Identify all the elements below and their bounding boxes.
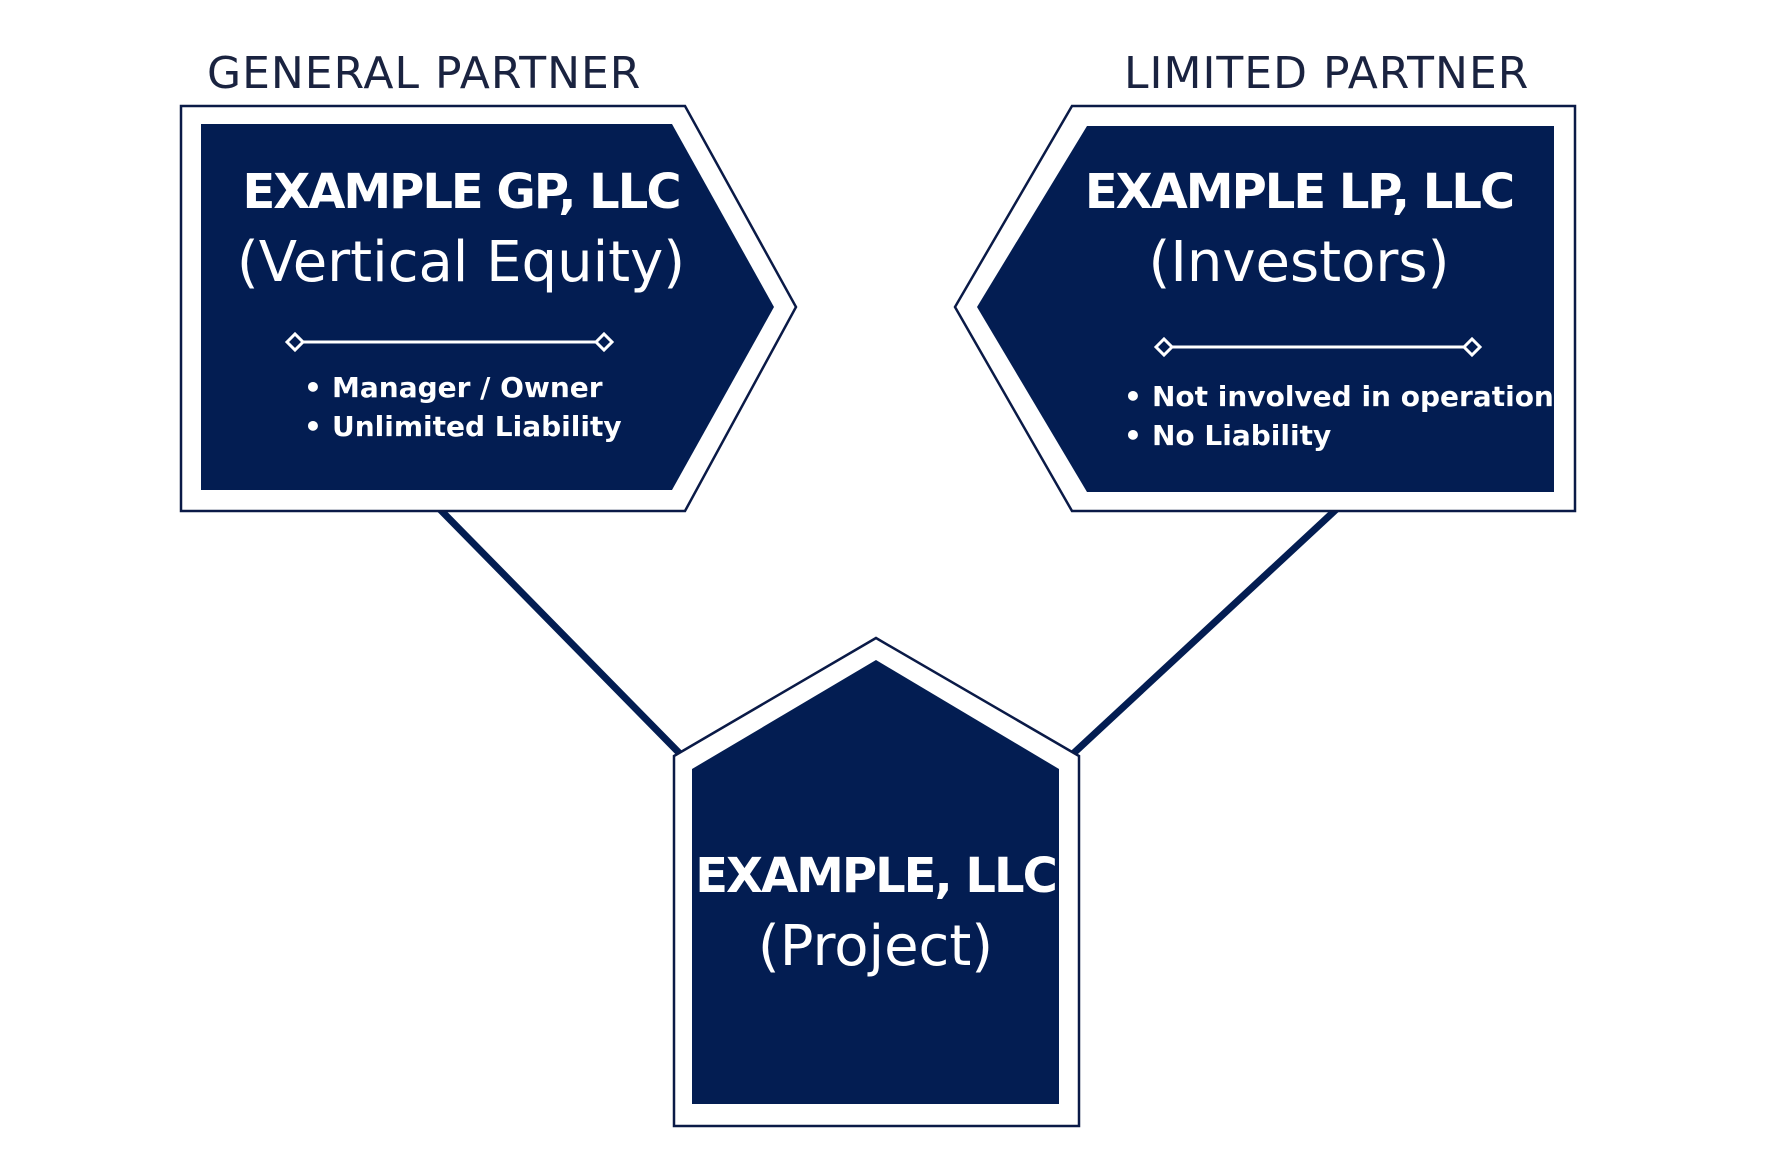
lp-to-project-connector [1059, 488, 1359, 767]
lp-bullet-item: Not involved in operations [1124, 377, 1571, 416]
gp-divider [284, 331, 615, 353]
lp-bullet-item: No Liability [1124, 416, 1571, 455]
project-name: EXAMPLE, LLC [695, 848, 1058, 904]
gp-bullet-item: Manager / Owner [304, 368, 622, 407]
project-box[interactable] [692, 660, 1059, 1104]
lp-heading: EXAMPLE LP, LLC (Investors) [1039, 164, 1559, 295]
project-role: (Project) [757, 914, 994, 979]
project-heading: EXAMPLE, LLC (Project) [692, 848, 1059, 979]
gp-to-project-connector [415, 484, 693, 767]
general-partner-caption: GENERAL PARTNER [207, 48, 642, 99]
lp-name: EXAMPLE LP, LLC [1084, 164, 1515, 220]
gp-role: (Vertical Equity) [236, 230, 686, 295]
gp-bullet-list: Manager / Owner Unlimited Liability [304, 368, 622, 446]
gp-heading: EXAMPLE GP, LLC (Vertical Equity) [201, 164, 721, 295]
lp-divider [1153, 336, 1483, 358]
lp-role: (Investors) [1148, 230, 1450, 295]
lp-bullet-list: Not involved in operations No Liability [1124, 377, 1571, 455]
limited-partner-caption: LIMITED PARTNER [1124, 48, 1530, 99]
gp-bullet-item: Unlimited Liability [304, 407, 622, 446]
gp-name: EXAMPLE GP, LLC [242, 164, 681, 220]
